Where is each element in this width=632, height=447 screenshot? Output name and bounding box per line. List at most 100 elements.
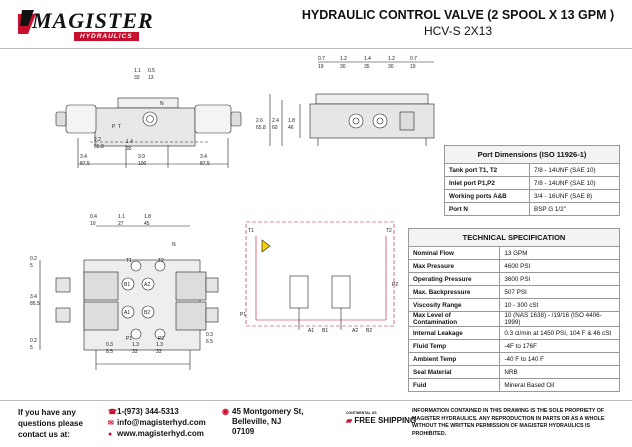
cell-key: Port N <box>443 202 531 216</box>
dim-text: 19 <box>318 64 324 70</box>
cell-value: -40 F to 140 F <box>499 352 620 366</box>
dim-text: 0.4 <box>90 214 97 220</box>
globe-icon: ● <box>108 431 113 438</box>
front-view <box>55 97 242 168</box>
dim-text: 3.4 <box>200 154 207 160</box>
cell-value: 10 (NAS 1638) - /19/16 (ISO 4406-1999) <box>499 311 620 327</box>
dim-text: 2.2 <box>94 137 101 143</box>
page-title: HYDRAULIC CONTROL VALVE (2 SPOOL X 13 GP… <box>301 8 615 22</box>
header: MAGISTER HYDRAULICS HYDRAULIC CONTROL VA… <box>0 0 632 49</box>
address-line: 07109 <box>232 427 255 436</box>
dim-text: 5 <box>30 263 33 269</box>
dim-text: 30 <box>388 64 394 70</box>
schematic-label: T2 <box>386 228 392 234</box>
cell-value: 0.3 cl/min at 1450 PSI, 104 F & 46 cSt <box>499 326 620 340</box>
logo-wing-icon <box>18 10 36 34</box>
dim-text: 1.8 <box>288 118 295 124</box>
cell-value: 7/8 - 14UNF (SAE 10) <box>529 163 620 177</box>
dim-text: 85.5 <box>30 301 40 307</box>
port-label: P <box>112 124 116 130</box>
dim-text: 100 <box>138 161 147 167</box>
dim-text: 1.3 <box>156 342 163 348</box>
dim-text: 0.2 <box>30 256 37 262</box>
port-label: T1 <box>126 258 132 264</box>
port-label: B2 <box>144 310 150 316</box>
dim-text: 1.4 <box>364 56 371 62</box>
dim-text: 1.2 <box>388 56 395 62</box>
dim-text: 3.4 <box>30 294 37 300</box>
dim-text: 0.7 <box>318 56 325 62</box>
contact-question: If you have any questions please contact… <box>18 408 83 439</box>
cell-value: BSP G 1/2" <box>529 202 620 216</box>
cell-key: Ambient Temp <box>407 352 501 366</box>
dim-text: 0.5 <box>148 68 155 74</box>
dim-text: 87.5 <box>80 161 90 167</box>
dim-text: 1.4 <box>126 139 133 145</box>
copyright-notice: INFORMATION CONTAINED IN THIS DRAWING IS… <box>412 408 605 437</box>
shipping-badge: CONTINENTAL US ▰ FREE SHIPPING <box>346 411 416 425</box>
cell-key: Operating Pressure <box>407 272 501 286</box>
dim-text: 33 <box>134 75 140 81</box>
title-block: HYDRAULIC CONTROL VALVE (2 SPOOL X 13 GP… <box>288 6 628 44</box>
dim-text: 60 <box>272 125 278 131</box>
cell-value: 3600 PSI <box>499 272 620 286</box>
dim-text: 0.3 <box>206 332 213 338</box>
dim-text: 3.4 <box>80 154 87 160</box>
dim-text: 2.4 <box>272 118 279 124</box>
table-row: Fluid Temp-4F to 176F <box>407 339 620 353</box>
website-link[interactable]: www.magisterhyd.com <box>117 429 204 438</box>
dim-text: 0.7 <box>410 56 417 62</box>
schematic-label: B1 <box>322 328 328 334</box>
footer: If you have any questions please contact… <box>0 400 632 447</box>
hydraulic-schematic <box>245 221 395 327</box>
dim-text: 5 <box>30 345 33 351</box>
cell-key: Tank port T1, T2 <box>443 163 531 177</box>
cell-key: Seal Material <box>407 365 501 379</box>
dim-text: 55.8 <box>94 144 104 150</box>
dim-text: 0.2 <box>30 338 37 344</box>
email-link[interactable]: info@magisterhyd.com <box>117 418 206 427</box>
dim-text: 19 <box>410 64 416 70</box>
address-line: Belleville, NJ <box>232 417 282 426</box>
dim-text: 1.3 <box>132 342 139 348</box>
cell-value: -4F to 176F <box>499 339 620 353</box>
side-view <box>269 61 435 146</box>
dim-text: 13 <box>148 75 154 81</box>
schematic-label: A1 <box>308 328 314 334</box>
schematic-label: P2 <box>392 282 398 288</box>
cell-value: 3/4 - 16UNF (SAE 8) <box>529 189 620 203</box>
address-line: 45 Montgomery St, <box>232 407 304 416</box>
cell-key: Fuid <box>407 378 501 392</box>
cell-value: NRB <box>499 365 620 379</box>
dim-text: 10 <box>90 221 96 227</box>
cell-value: Mineral Based Oil <box>499 378 620 392</box>
dim-text: 46 <box>288 125 294 131</box>
bottom-view <box>39 225 219 370</box>
spec-table-title: TECHNICAL SPECIFICATION <box>408 228 620 247</box>
dim-text: 3.9 <box>138 154 145 160</box>
cell-key: Nominal Flow <box>407 246 501 260</box>
port-label: P2 <box>158 336 164 342</box>
schematic-label: A2 <box>352 328 358 334</box>
schematic-label: T1 <box>248 228 254 234</box>
port-label: P1 <box>126 336 132 342</box>
port-table-title: Port Dimensions (ISO 11926-1) <box>444 145 620 164</box>
cell-key: Inlet port P1,P2 <box>443 176 531 190</box>
phone-link[interactable]: 1-(973) 344-5313 <box>117 407 179 416</box>
dim-text: 33 <box>132 349 138 355</box>
dim-text: 1.1 <box>134 68 141 74</box>
dim-text: 2.6 <box>256 118 263 124</box>
dim-text: 27 <box>118 221 124 227</box>
port-label: N <box>172 242 176 248</box>
dim-text: 45 <box>144 221 150 227</box>
